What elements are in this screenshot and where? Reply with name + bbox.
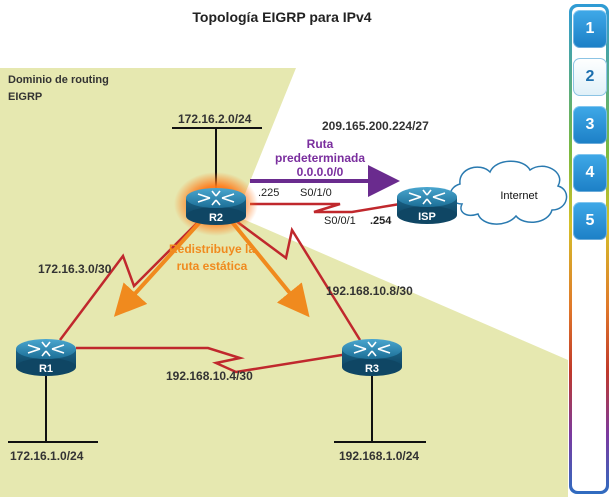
network-r2-lan: 172.16.2.0/24 (178, 112, 252, 126)
router-arrows-icon (408, 189, 446, 205)
isp-interface-name: S0/0/1 (324, 215, 356, 227)
router-arrows-icon (197, 190, 235, 206)
step-button-3[interactable]: 3 (573, 106, 607, 144)
r2-interface-host: .225 (258, 187, 279, 199)
domain-label-line1: Dominio de routing (8, 74, 109, 86)
redistribute-arrow-r1 (113, 220, 202, 317)
router-isp-top (397, 187, 457, 207)
r2-interface-name: S0/1/0 (300, 187, 332, 199)
network-isp-link: 209.165.200.224/27 (322, 119, 429, 133)
router-r2-label: R2 (209, 212, 223, 224)
step-button-5[interactable]: 5 (573, 202, 607, 240)
isp-interface-host: .254 (370, 215, 392, 227)
step-navigation: 1 2 3 4 5 (569, 4, 609, 494)
network-r3-lan: 192.168.1.0/24 (339, 449, 419, 463)
network-r1-lan: 172.16.1.0/24 (10, 449, 84, 463)
router-r2[interactable] (186, 188, 246, 225)
redistribute-arrow-r3 (230, 220, 310, 318)
default-route-label-line1: Ruta (307, 137, 334, 151)
eigrp-domain-area (0, 68, 568, 497)
router-arrows-icon (353, 341, 391, 357)
router-r2-top (186, 188, 246, 208)
router-r1[interactable] (16, 339, 76, 376)
router-r1-label: R1 (39, 363, 53, 375)
router-r2-bottom (186, 207, 246, 225)
redistribute-label-line1: Redistribuye la (169, 242, 255, 256)
redistribute-label-line2: ruta estática (177, 259, 248, 273)
diagram-title: Topología EIGRP para IPv4 (192, 9, 371, 25)
default-route-label-line3: 0.0.0.0/0 (297, 165, 344, 179)
internet-label: Internet (500, 190, 537, 202)
serial-link-r1-r3 (76, 346, 349, 374)
router-arrows-icon (27, 341, 65, 357)
router-r3-bottom (342, 358, 402, 376)
network-r1-r3: 192.168.10.4/30 (166, 369, 253, 383)
network-r2-r3: 192.168.10.8/30 (326, 284, 413, 298)
router-r1-bottom (16, 358, 76, 376)
router-r3-label: R3 (365, 363, 379, 375)
router-r3[interactable] (342, 339, 402, 376)
serial-link-r2-isp (250, 202, 401, 214)
step-button-1[interactable]: 1 (573, 10, 607, 48)
network-r1-r2: 172.16.3.0/30 (38, 262, 112, 276)
router-isp-bottom (397, 206, 457, 224)
default-route-label-line2: predeterminada (275, 151, 365, 165)
router-isp-label: ISP (418, 211, 436, 223)
router-r1-top (16, 339, 76, 359)
serial-link-r1-r2 (59, 214, 206, 341)
router-r3-top (342, 339, 402, 359)
serial-link-r2-r3 (227, 213, 362, 341)
domain-label-line2: EIGRP (8, 91, 42, 103)
step-button-2[interactable]: 2 (573, 58, 607, 96)
internet-cloud (449, 160, 568, 225)
router-isp[interactable] (397, 187, 457, 224)
step-button-4[interactable]: 4 (573, 154, 607, 192)
